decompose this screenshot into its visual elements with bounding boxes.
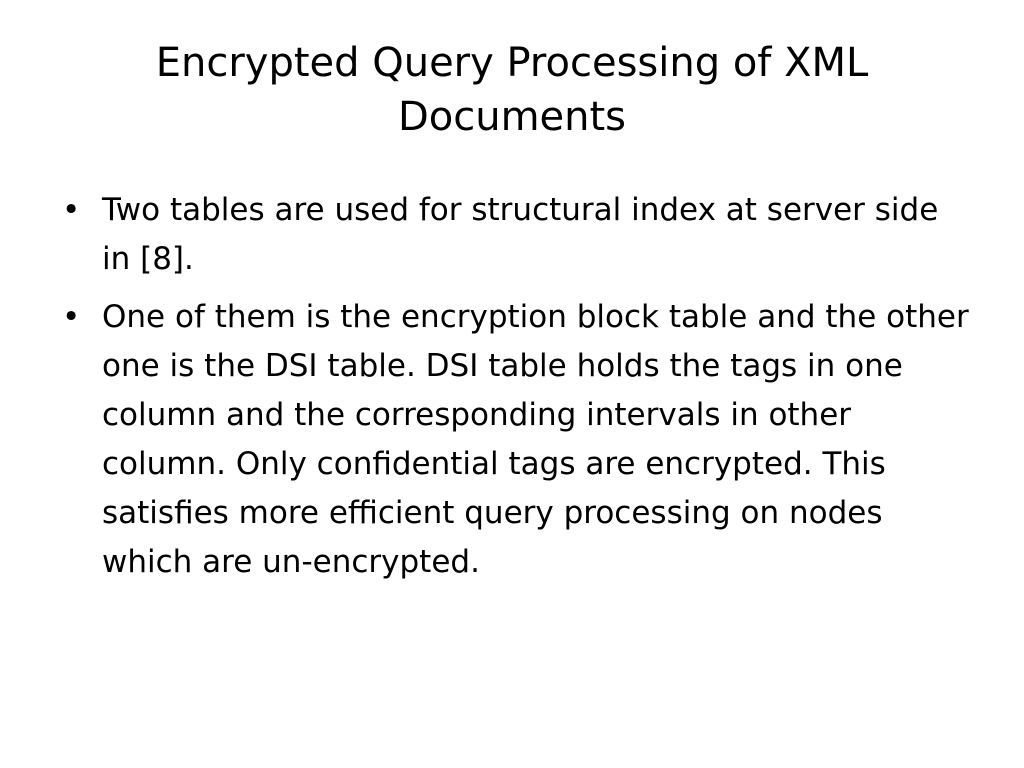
bullet-text: Two tables are used for structural index… — [102, 192, 939, 277]
bullet-item: • One of them is the encryption block ta… — [62, 293, 972, 587]
bullet-text: One of them is the encryption block tabl… — [102, 299, 969, 580]
bullet-dot-icon: • — [62, 299, 81, 335]
bullet-dot-icon: • — [62, 192, 81, 228]
slide-title: Encrypted Query Processing of XML Docume… — [155, 40, 869, 140]
bullet-item: • Two tables are used for structural ind… — [62, 186, 972, 284]
bullet-list: • Two tables are used for structural ind… — [62, 186, 972, 596]
